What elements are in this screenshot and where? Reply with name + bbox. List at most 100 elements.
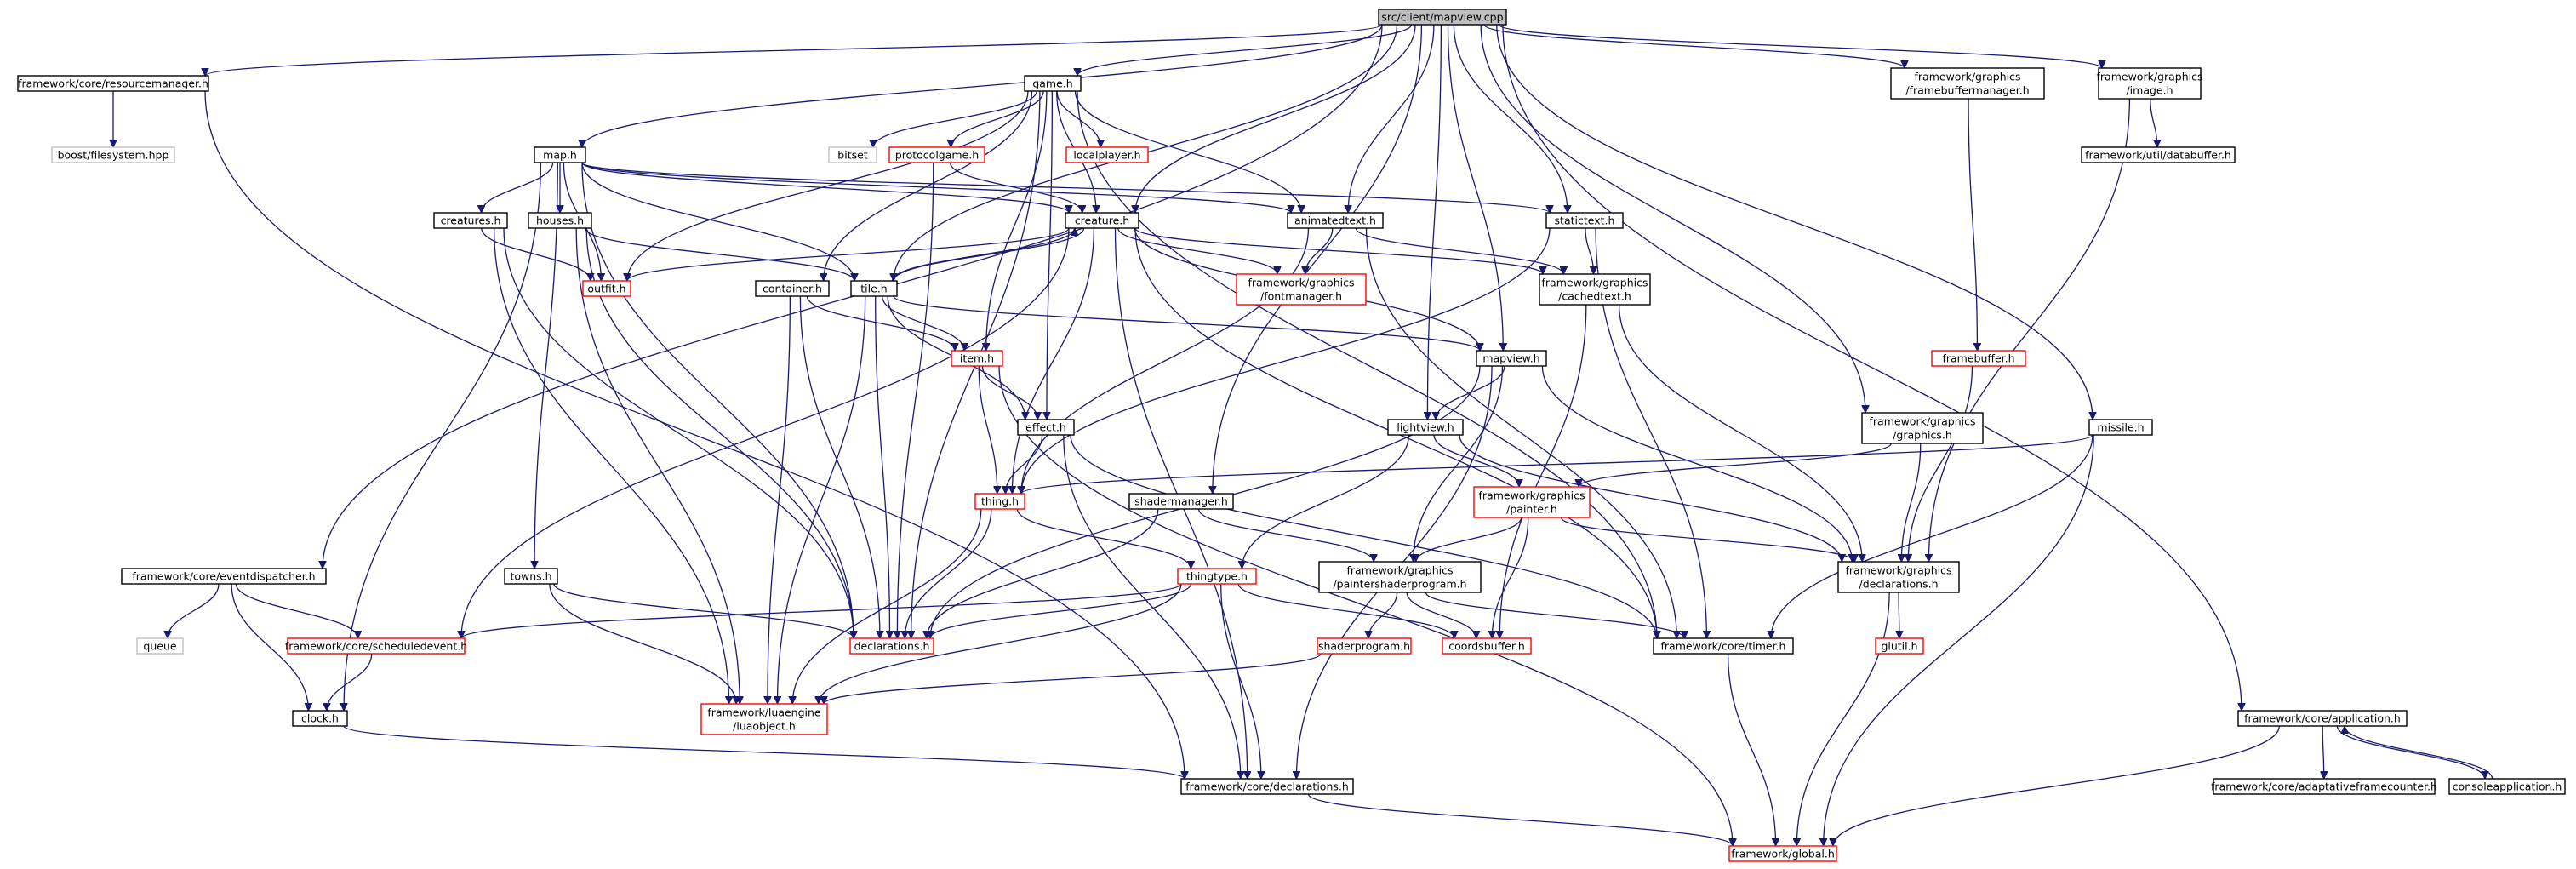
node-resourcemanager[interactable]: framework/core/resourcemanager.h bbox=[17, 75, 209, 92]
node-label: framework/util/databuffer.h bbox=[2085, 149, 2231, 162]
node-box bbox=[1473, 486, 1591, 518]
node-mapview-cpp[interactable]: src/client/mapview.cpp bbox=[1378, 9, 1507, 26]
node-filesystem[interactable]: boost/filesystem.hpp bbox=[51, 146, 175, 163]
node-box bbox=[1317, 637, 1412, 655]
node-tile[interactable]: tile.h bbox=[850, 280, 898, 297]
edge-tile-to-declarations bbox=[875, 295, 890, 638]
node-image[interactable]: framework/graphics/image.h bbox=[2097, 67, 2203, 100]
node-label: coordsbuffer.h bbox=[1448, 640, 1525, 653]
node-clock[interactable]: clock.h bbox=[292, 710, 348, 727]
edge-statictext-to-cachedtext bbox=[1585, 227, 1594, 274]
node-bitset[interactable]: bitset bbox=[828, 146, 877, 163]
node-game[interactable]: game.h bbox=[1024, 75, 1082, 92]
edge-eventdispatcher-to-clock bbox=[231, 583, 308, 711]
edge-mapview_cpp-to-animatedtext bbox=[1348, 24, 1435, 213]
node-adaptativeframecounter[interactable]: framework/core/adaptativeframecounter.h bbox=[2211, 778, 2437, 795]
node-animatedtext[interactable]: animatedtext.h bbox=[1287, 212, 1384, 229]
node-container[interactable]: container.h bbox=[755, 280, 830, 297]
node-fontmanager[interactable]: framework/graphics/fontmanager.h bbox=[1236, 273, 1367, 306]
edge-towns-to-declarations bbox=[553, 583, 854, 639]
node-consoleapplication[interactable]: consoleapplication.h bbox=[2448, 778, 2566, 795]
node-thingtype[interactable]: thingtype.h bbox=[1177, 568, 1257, 585]
node-outfit[interactable]: outfit.h bbox=[582, 280, 631, 297]
node-label: tile.h bbox=[860, 283, 887, 295]
node-box bbox=[121, 568, 327, 585]
edge-map-to-creature bbox=[581, 162, 1069, 214]
node-statictext[interactable]: statictext.h bbox=[1545, 212, 1624, 229]
node-label: framework/graphics bbox=[1915, 71, 2021, 83]
edge-paintershaderprogram-to-coordsbuffer bbox=[1406, 592, 1476, 639]
node-luaobject[interactable]: framework/luaengine/luaobject.h bbox=[700, 703, 828, 735]
edge-cachedtext-to-coordsbuffer bbox=[1499, 304, 1587, 638]
edge-protocolgame-to-creature bbox=[949, 162, 1082, 214]
node-label: framework/luaengine bbox=[707, 706, 821, 719]
node-paintershaderprogram[interactable]: framework/graphics/paintershaderprogram.… bbox=[1318, 561, 1482, 593]
edge-game-to-animatedtext bbox=[1074, 90, 1302, 213]
node-thing[interactable]: thing.h bbox=[974, 493, 1025, 510]
node-box bbox=[433, 212, 508, 229]
node-label: framework/core/declarations.h bbox=[1185, 780, 1349, 793]
node-framebuffer[interactable]: framebuffer.h bbox=[1931, 350, 2026, 367]
node-lightview[interactable]: lightview.h bbox=[1387, 419, 1464, 436]
node-graphics[interactable]: framework/graphics/graphics.h bbox=[1861, 412, 1984, 444]
node-label: /framebuffermanager.h bbox=[1905, 84, 2029, 97]
node-label: creature.h bbox=[1075, 214, 1129, 227]
node-mapview-h[interactable]: mapview.h bbox=[1476, 350, 1547, 367]
node-gfx-declarations[interactable]: framework/graphics/declarations.h bbox=[1837, 561, 1960, 593]
node-missile[interactable]: missile.h bbox=[2088, 419, 2153, 436]
node-framebuffermanager[interactable]: framework/graphics/framebuffermanager.h bbox=[1890, 67, 2045, 100]
node-box bbox=[849, 637, 934, 655]
edge-animatedtext-to-timer bbox=[1365, 227, 1676, 638]
node-creature[interactable]: creature.h bbox=[1065, 212, 1139, 229]
node-queue[interactable]: queue bbox=[136, 637, 184, 655]
node-box bbox=[888, 146, 985, 163]
node-item[interactable]: item.h bbox=[951, 350, 1003, 367]
node-label: effect.h bbox=[1025, 421, 1066, 434]
node-effect[interactable]: effect.h bbox=[1017, 419, 1075, 436]
node-glutil[interactable]: glutil.h bbox=[1875, 637, 1924, 655]
node-shaderprogram[interactable]: shaderprogram.h bbox=[1317, 637, 1412, 655]
edge-houses-to-declarations bbox=[585, 227, 854, 638]
edge-painter-to-paintershaderprogram bbox=[1416, 517, 1522, 563]
node-timer[interactable]: framework/core/timer.h bbox=[1653, 637, 1794, 655]
node-label: framebuffer.h bbox=[1942, 352, 2014, 365]
node-shadermanager[interactable]: shadermanager.h bbox=[1128, 493, 1234, 510]
node-protocolgame[interactable]: protocolgame.h bbox=[888, 146, 985, 163]
node-houses[interactable]: houses.h bbox=[528, 212, 592, 229]
node-coordsbuffer[interactable]: coordsbuffer.h bbox=[1442, 637, 1532, 655]
node-box bbox=[1728, 845, 1837, 862]
edge-painter-to-coordsbuffer bbox=[1492, 517, 1529, 638]
node-label: shadermanager.h bbox=[1134, 495, 1228, 508]
node-databuffer[interactable]: framework/util/databuffer.h bbox=[2081, 146, 2236, 163]
node-label: mapview.h bbox=[1482, 352, 1539, 365]
edge-paintershaderprogram-to-shaderprogram bbox=[1368, 592, 1398, 639]
node-cachedtext[interactable]: framework/graphics/cachedtext.h bbox=[1539, 273, 1651, 306]
node-box bbox=[1017, 419, 1075, 436]
edge-towns-to-luaobject bbox=[549, 583, 736, 704]
node-box bbox=[1065, 212, 1139, 229]
edge-animatedtext-to-cachedtext bbox=[1355, 227, 1563, 275]
node-eventdispatcher[interactable]: framework/core/eventdispatcher.h bbox=[121, 568, 327, 585]
node-box bbox=[1024, 75, 1082, 92]
node-scheduledevent[interactable]: framework/core/scheduledevent.h bbox=[285, 637, 467, 655]
edge-mapview_cpp-to-mapview_h bbox=[1447, 24, 1503, 351]
edge-effect-to-timer bbox=[1070, 434, 1657, 638]
node-label: /painter.h bbox=[1506, 503, 1557, 516]
node-application[interactable]: framework/core/application.h bbox=[2237, 710, 2408, 727]
edge-timer-to-global bbox=[1727, 653, 1776, 846]
node-label: framework/core/application.h bbox=[2244, 712, 2401, 725]
node-towns[interactable]: towns.h bbox=[504, 568, 558, 585]
node-declarations[interactable]: declarations.h bbox=[849, 637, 934, 655]
node-box bbox=[51, 146, 175, 163]
node-core-declarations[interactable]: framework/core/declarations.h bbox=[1180, 778, 1354, 795]
node-painter[interactable]: framework/graphics/painter.h bbox=[1473, 486, 1591, 518]
edge-lightview-to-gfx_declarations bbox=[1459, 434, 1842, 562]
node-map[interactable]: map.h bbox=[534, 146, 586, 163]
node-localplayer[interactable]: localplayer.h bbox=[1065, 146, 1149, 163]
node-global[interactable]: framework/global.h bbox=[1728, 845, 1837, 862]
node-box bbox=[2213, 778, 2436, 795]
node-creatures[interactable]: creatures.h bbox=[433, 212, 508, 229]
node-box bbox=[951, 350, 1003, 367]
node-label: clock.h bbox=[301, 712, 339, 725]
node-label: framework/graphics bbox=[1542, 277, 1648, 289]
